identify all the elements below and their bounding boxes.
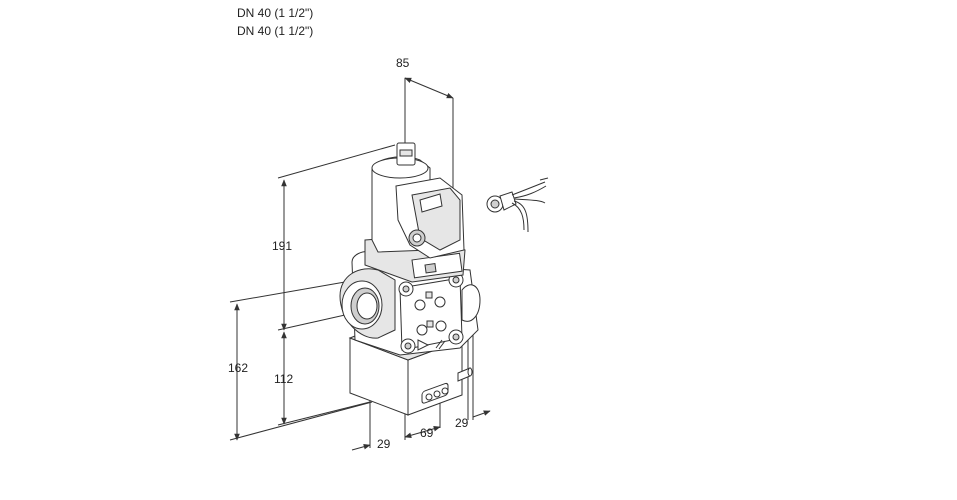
dimension-162: 162	[228, 281, 373, 441]
dim-162-label: 162	[228, 361, 248, 375]
dim-191-label: 191	[272, 239, 292, 253]
dim-29-right-label: 29	[455, 416, 469, 430]
control-plate	[398, 272, 464, 354]
dim-29-left-label: 29	[377, 437, 391, 451]
dimension-112: 112	[274, 331, 371, 426]
dim-85-label: 85	[396, 56, 410, 70]
dimension-191: 191	[272, 144, 396, 331]
dim-112-label: 112	[274, 372, 293, 386]
dim-69-label: 69	[420, 426, 434, 440]
solenoid-coil	[371, 142, 465, 259]
title-line-1: DN 40 (1 1/2")	[237, 6, 314, 20]
cable-plug	[486, 177, 549, 233]
title-line-2: DN 40 (1 1/2")	[237, 24, 314, 38]
